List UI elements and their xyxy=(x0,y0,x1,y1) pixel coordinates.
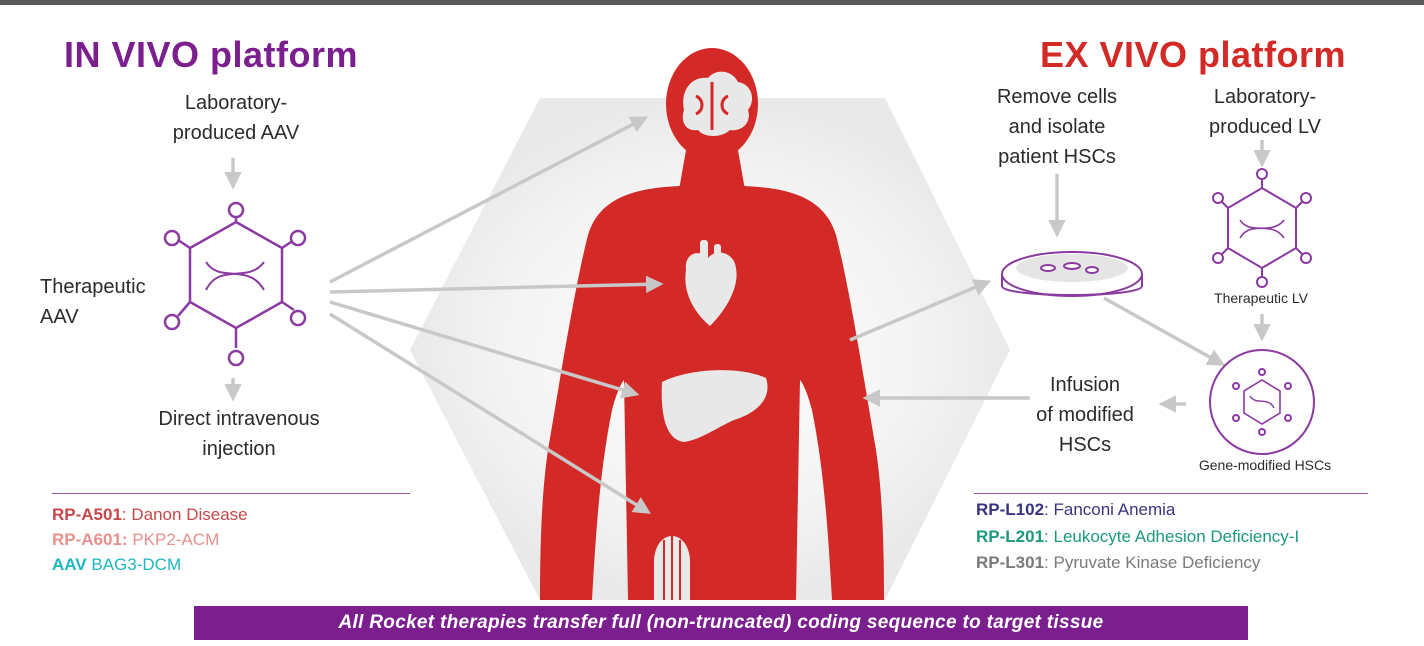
lab-produced-aav-label: Laboratory- produced AAV xyxy=(146,88,326,148)
program-code: RP-L201 xyxy=(976,527,1044,546)
left-divider xyxy=(52,493,410,494)
in-vivo-title: IN VIVO platform xyxy=(64,34,358,76)
remove-cells-label: Remove cells and isolate patient HSCs xyxy=(972,82,1142,172)
infusion-label: Infusion of modified HSCs xyxy=(1000,370,1170,460)
direct-injection-label: Direct intravenous injection xyxy=(134,404,344,464)
program-code: RP-L102 xyxy=(976,500,1044,519)
gene-modified-label: Gene-modified HSCs xyxy=(1170,457,1360,473)
bottom-banner: All Rocket therapies transfer full (non-… xyxy=(194,606,1248,640)
lab-produced-lv-label: Laboratory- produced LV xyxy=(1180,82,1350,142)
program-line: RP-A501: Danon Disease xyxy=(52,503,248,527)
program-name: Pyruvate Kinase Deficiency xyxy=(1053,553,1260,572)
lv-virus-icon xyxy=(1213,169,1311,287)
program-line: RP-L102: Fanconi Anemia xyxy=(976,498,1175,522)
program-name: Danon Disease xyxy=(131,505,247,524)
program-code: RP-L301 xyxy=(976,553,1044,572)
muscle-icon xyxy=(654,536,690,600)
ex-vivo-title: EX VIVO platform xyxy=(1040,34,1346,76)
program-name: BAG3-DCM xyxy=(91,555,181,574)
therapeutic-aav-label: Therapeutic AAV xyxy=(40,272,190,332)
program-name: PKP2-ACM xyxy=(132,530,219,549)
program-line: RP-A601: PKP2-ACM xyxy=(52,528,219,552)
program-name: Leukocyte Adhesion Deficiency-I xyxy=(1053,527,1299,546)
program-code: AAV xyxy=(52,555,87,574)
program-line: AAV BAG3-DCM xyxy=(52,553,181,577)
program-name: Fanconi Anemia xyxy=(1053,500,1175,519)
therapeutic-lv-label: Therapeutic LV xyxy=(1186,290,1336,306)
petri-dish-icon xyxy=(1002,252,1142,296)
program-line: RP-L201: Leukocyte Adhesion Deficiency-I xyxy=(976,525,1299,549)
right-divider xyxy=(974,493,1368,494)
modified-cell-icon xyxy=(1210,350,1314,454)
program-code: RP-A501 xyxy=(52,505,122,524)
program-line: RP-L301: Pyruvate Kinase Deficiency xyxy=(976,551,1260,575)
program-code: RP-A601: xyxy=(52,530,128,549)
